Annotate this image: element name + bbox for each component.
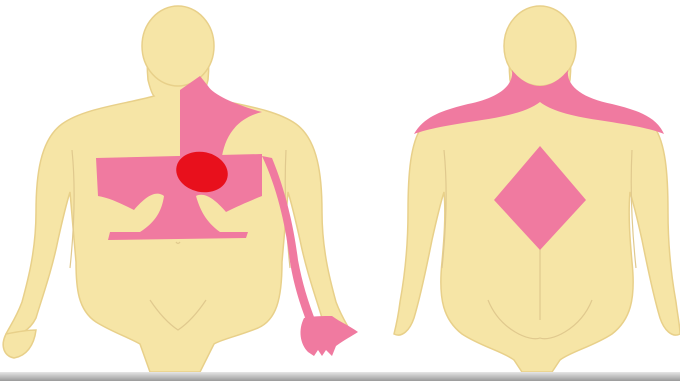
front-right-hand [3,330,36,358]
front-head [142,6,214,86]
left-hand-area [301,316,358,356]
bottom-shadow-bar [0,372,680,381]
